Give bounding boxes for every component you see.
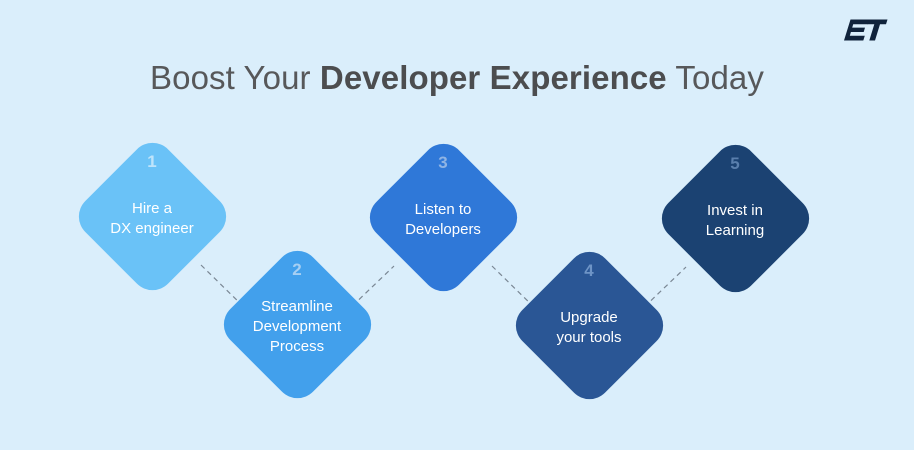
step-label-5: Invest in Learning: [705, 202, 765, 239]
title-part-3: Today: [666, 59, 764, 96]
step-label-1: Hire a DX engineer: [110, 200, 194, 237]
et-logo[interactable]: [832, 14, 888, 46]
step-number-4: 4: [584, 261, 594, 280]
step-label-3: Listen to Developers: [405, 201, 481, 238]
step-number-3: 3: [438, 153, 448, 172]
step-number-2: 2: [292, 260, 302, 279]
step-label-2: Streamline Development Process: [252, 298, 342, 355]
et-logo-icon: [844, 19, 888, 41]
step-number-1: 1: [147, 152, 157, 171]
step-label-4: Upgrade your tools: [556, 309, 622, 346]
page-title: Boost Your Developer Experience Today: [0, 58, 914, 98]
title-part-2: Developer Experience: [319, 59, 667, 96]
title-part-1: Boost Your: [150, 59, 320, 96]
step-number-5: 5: [730, 154, 740, 173]
